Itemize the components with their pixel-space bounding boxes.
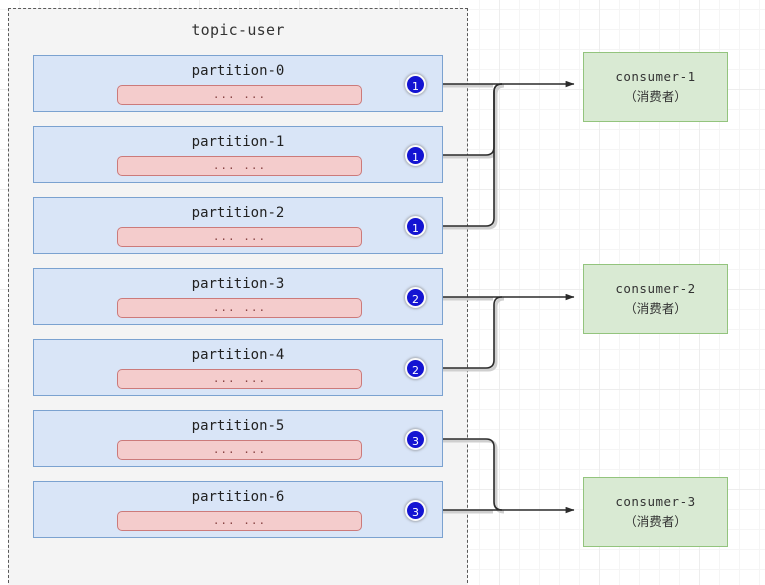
consumer-name: consumer-2 xyxy=(615,281,696,296)
consumer-subtitle: （消费者） xyxy=(624,89,687,104)
consumer-group-badge-3: 3 xyxy=(405,429,426,450)
partition-row-6[interactable]: partition-6 ... ... 3 xyxy=(33,481,443,538)
partition-row-5[interactable]: partition-5 ... ... 3 xyxy=(33,410,443,467)
consumer-subtitle: （消费者） xyxy=(624,301,687,316)
topic-title: topic-user xyxy=(191,21,285,39)
partition-row-4[interactable]: partition-4 ... ... 2 xyxy=(33,339,443,396)
partition-label: partition-5 xyxy=(191,418,285,434)
partition-messages: ... ... xyxy=(117,511,362,531)
partition-label: partition-1 xyxy=(191,134,285,150)
partition-row-3[interactable]: partition-3 ... ... 2 xyxy=(33,268,443,325)
partition-row-1[interactable]: partition-1 ... ... 1 xyxy=(33,126,443,183)
partition-messages: ... ... xyxy=(117,156,362,176)
partition-messages: ... ... xyxy=(117,227,362,247)
consumer-name: consumer-1 xyxy=(615,69,696,84)
partition-label: partition-0 xyxy=(191,63,285,79)
partition-messages: ... ... xyxy=(117,440,362,460)
consumer-group-badge-1: 1 xyxy=(405,216,426,237)
partition-label: partition-3 xyxy=(191,276,285,292)
consumer-box-2[interactable]: consumer-2 （消费者） xyxy=(583,264,728,334)
partition-messages: ... ... xyxy=(117,369,362,389)
consumer-box-1[interactable]: consumer-1 （消费者） xyxy=(583,52,728,122)
consumer-box-3[interactable]: consumer-3 （消费者） xyxy=(583,477,728,547)
consumer-group-badge-3: 3 xyxy=(405,500,426,521)
partition-row-2[interactable]: partition-2 ... ... 1 xyxy=(33,197,443,254)
partition-row-0[interactable]: partition-0 ... ... 1 xyxy=(33,55,443,112)
partition-label: partition-6 xyxy=(191,489,285,505)
consumer-group-badge-1: 1 xyxy=(405,74,426,95)
consumer-name: consumer-3 xyxy=(615,494,696,509)
consumer-group-badge-2: 2 xyxy=(405,358,426,379)
consumer-group-badge-1: 1 xyxy=(405,145,426,166)
partition-messages: ... ... xyxy=(117,298,362,318)
consumer-subtitle: （消费者） xyxy=(624,514,687,529)
partition-label: partition-4 xyxy=(191,347,285,363)
partition-label: partition-2 xyxy=(191,205,285,221)
consumer-group-badge-2: 2 xyxy=(405,287,426,308)
partition-messages: ... ... xyxy=(117,85,362,105)
